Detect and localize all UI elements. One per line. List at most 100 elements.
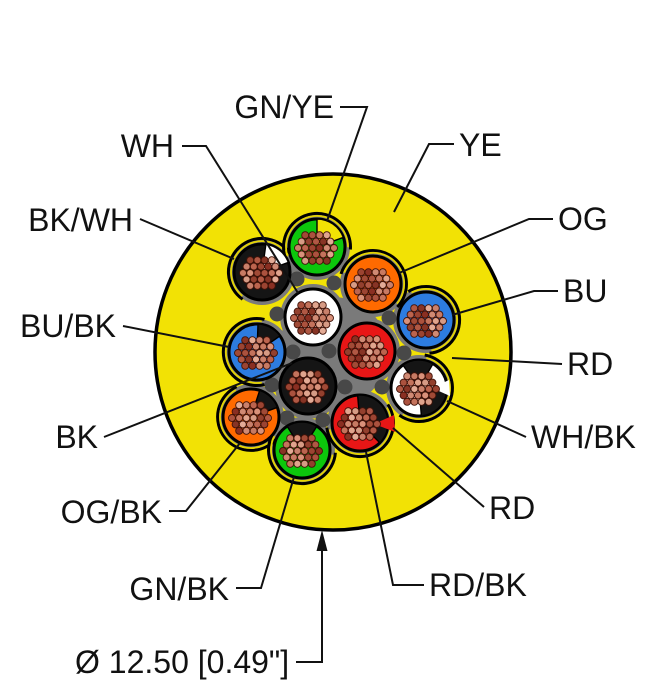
conductor-rd-bk	[330, 393, 395, 453]
copper-strand	[364, 268, 373, 277]
bundle-outline-arc	[339, 249, 408, 309]
copper-strand	[255, 361, 264, 370]
copper-strand	[399, 378, 408, 387]
label-bk-wh: BK/WH	[28, 202, 133, 238]
copper-strand	[347, 354, 356, 363]
copper-strand	[304, 326, 313, 335]
copper-strand	[293, 434, 302, 443]
copper-strand	[421, 378, 430, 387]
copper-strand	[293, 320, 302, 329]
filler-dark-patch	[269, 306, 285, 322]
copper-strand	[249, 414, 258, 422]
copper-strand	[246, 256, 255, 265]
copper-strand	[313, 395, 322, 404]
copper-strand	[242, 401, 251, 410]
copper-strand	[308, 307, 316, 316]
label-rd-1: RD	[567, 346, 613, 382]
copper-strand	[344, 432, 353, 441]
copper-strand	[417, 304, 426, 313]
copper-strand	[382, 287, 391, 296]
copper-strand	[344, 348, 352, 356]
copper-strand	[369, 354, 378, 363]
leader-line-bu	[451, 290, 558, 316]
conductor-bu-bk	[227, 322, 287, 382]
copper-strand	[428, 323, 437, 332]
copper-strand	[246, 407, 254, 416]
copper-strand	[249, 275, 258, 284]
copper-strand	[293, 459, 302, 468]
copper-strand	[256, 414, 265, 422]
copper-strand	[292, 370, 301, 379]
label-rd-bk: RD/BK	[429, 567, 527, 603]
copper-strand	[428, 310, 437, 319]
copper-strand	[403, 385, 412, 393]
copper-strand	[259, 342, 268, 351]
copper-strand	[300, 447, 309, 455]
copper-strand	[260, 420, 269, 429]
copper-strand	[421, 310, 429, 319]
copper-strand	[428, 391, 437, 400]
copper-strand	[242, 414, 251, 422]
copper-strand	[270, 349, 278, 357]
copper-strand	[351, 335, 360, 344]
leader-line-bk	[103, 362, 293, 438]
copper-strand	[362, 354, 370, 363]
copper-strand	[357, 293, 366, 302]
label-wh-bk: WH/BK	[531, 419, 636, 455]
copper-strand	[362, 413, 371, 422]
copper-strand	[315, 244, 324, 252]
copper-strand	[369, 426, 378, 435]
filler-dark-patch	[315, 412, 331, 428]
filler-dark-patch	[396, 345, 412, 361]
conductor-bu	[396, 290, 456, 350]
copper-strand	[308, 256, 317, 265]
copper-strand	[360, 274, 369, 283]
copper-strand	[242, 262, 251, 271]
copper-strand	[301, 256, 310, 265]
copper-strand	[310, 376, 319, 385]
copper-strand	[364, 281, 373, 289]
copper-strand	[376, 341, 385, 350]
copper-strand	[241, 349, 250, 357]
filler-dark-patch	[381, 310, 397, 326]
leader-line-rd-bk	[365, 451, 424, 586]
copper-strand	[286, 459, 295, 468]
copper-strand	[417, 372, 426, 381]
copper-strand	[410, 397, 419, 406]
copper-strand	[315, 447, 323, 455]
copper-strand	[288, 376, 297, 385]
copper-strand	[315, 256, 324, 265]
leader-line-bu-bk	[122, 325, 230, 348]
copper-strand	[249, 426, 258, 435]
copper-strand	[351, 420, 360, 428]
copper-strand	[300, 320, 309, 329]
copper-strand	[246, 420, 254, 429]
copper-strand	[315, 320, 324, 329]
copper-strand	[326, 237, 335, 246]
bundle-outline-arc	[226, 236, 293, 301]
label-ye: YE	[459, 127, 502, 163]
leader-line-rd-2	[392, 427, 485, 508]
filler-dark-patch	[279, 410, 295, 426]
copper-strand	[351, 360, 360, 369]
copper-strand	[373, 420, 381, 428]
bundle-outline-arc	[221, 317, 265, 387]
copper-strand	[231, 407, 240, 416]
copper-strand	[424, 317, 433, 325]
copper-strand	[351, 432, 360, 441]
copper-strand	[267, 256, 276, 265]
copper-strand	[297, 301, 306, 310]
copper-strand	[375, 287, 384, 296]
copper-strand	[417, 329, 426, 338]
copper-strand	[252, 355, 260, 364]
conductor-wh-bk	[389, 358, 450, 418]
copper-strand	[249, 401, 258, 410]
copper-strand	[410, 304, 419, 313]
bundle-outline-arc	[407, 284, 462, 355]
copper-strand	[308, 320, 316, 329]
copper-strand	[386, 281, 394, 289]
separator-tape-arc	[343, 251, 406, 305]
copper-strand	[262, 349, 271, 357]
